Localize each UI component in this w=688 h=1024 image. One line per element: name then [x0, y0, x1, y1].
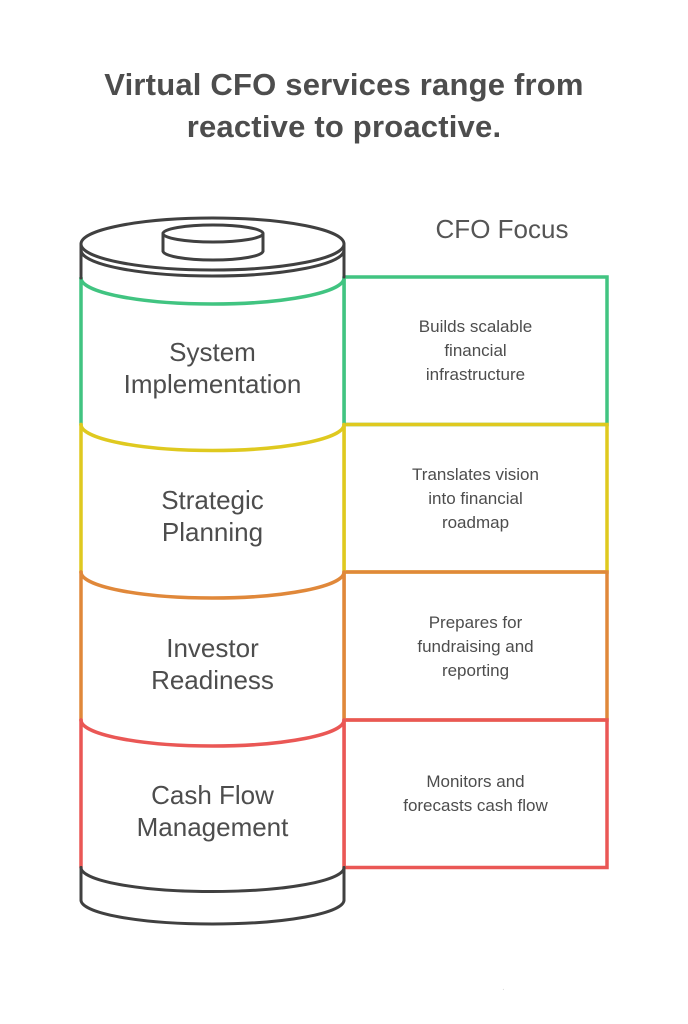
segment-label-line: Implementation — [123, 369, 302, 399]
segment-label-line: Investor — [166, 633, 259, 663]
focus-text-line: fundraising and — [417, 637, 534, 656]
segment-label-line: Readiness — [151, 665, 274, 695]
focus-text-line: Monitors and — [426, 772, 525, 791]
segment-label-line: System — [169, 337, 256, 367]
battery-base — [79, 866, 346, 926]
focus-text-strategic-planning: Translates vision into financial roadmap — [344, 463, 607, 535]
battery-body-fill — [81, 244, 344, 924]
watermark-dot: . — [502, 982, 505, 993]
battery-outline — [79, 216, 346, 926]
focus-text-line: Prepares for — [428, 613, 523, 632]
focus-text-line: infrastructure — [425, 365, 526, 384]
cfo-focus-header: CFO Focus — [435, 214, 569, 244]
segment-label-strategic-planning: Strategic Planning — [82, 484, 343, 548]
battery-segment-system-implementation — [79, 275, 346, 427]
focus-text-line: into financial — [428, 489, 523, 508]
segment-label-system-implementation: System Implementation — [82, 336, 343, 400]
focus-text-line: financial — [444, 341, 507, 360]
focus-text-system-implementation: Builds scalable financial infrastructure — [344, 315, 607, 387]
focus-text-line: reporting — [441, 661, 510, 680]
focus-text-line: roadmap — [441, 513, 510, 532]
battery-segment-investor-readiness — [79, 570, 346, 722]
focus-text-line: Translates vision — [412, 465, 539, 484]
page-title: Virtual CFO services range from reactive… — [0, 64, 688, 148]
segment-label-line: Cash Flow — [151, 780, 274, 810]
segment-label-investor-readiness: Investor Readiness — [82, 632, 343, 696]
segment-label-cash-flow-management: Cash Flow Management — [82, 779, 343, 843]
focus-text-line: forecasts cash flow — [403, 796, 548, 815]
focus-text-investor-readiness: Prepares for fundraising and reporting — [344, 611, 607, 683]
battery-cap — [161, 223, 265, 262]
segment-label-line: Strategic — [161, 485, 264, 515]
battery-segment-cash-flow-management — [79, 718, 346, 870]
segment-label-line: Planning — [161, 517, 264, 547]
battery-rim-arc — [79, 248, 346, 278]
page-title-line2: reactive to proactive. — [186, 109, 502, 144]
battery-segment-strategic-planning — [79, 422, 346, 574]
page-title-line1: Virtual CFO services range from — [104, 67, 584, 102]
focus-text-line: Builds scalable — [418, 317, 533, 336]
focus-text-cash-flow-management: Monitors and forecasts cash flow — [344, 770, 607, 818]
segment-label-line: Management — [136, 812, 289, 842]
